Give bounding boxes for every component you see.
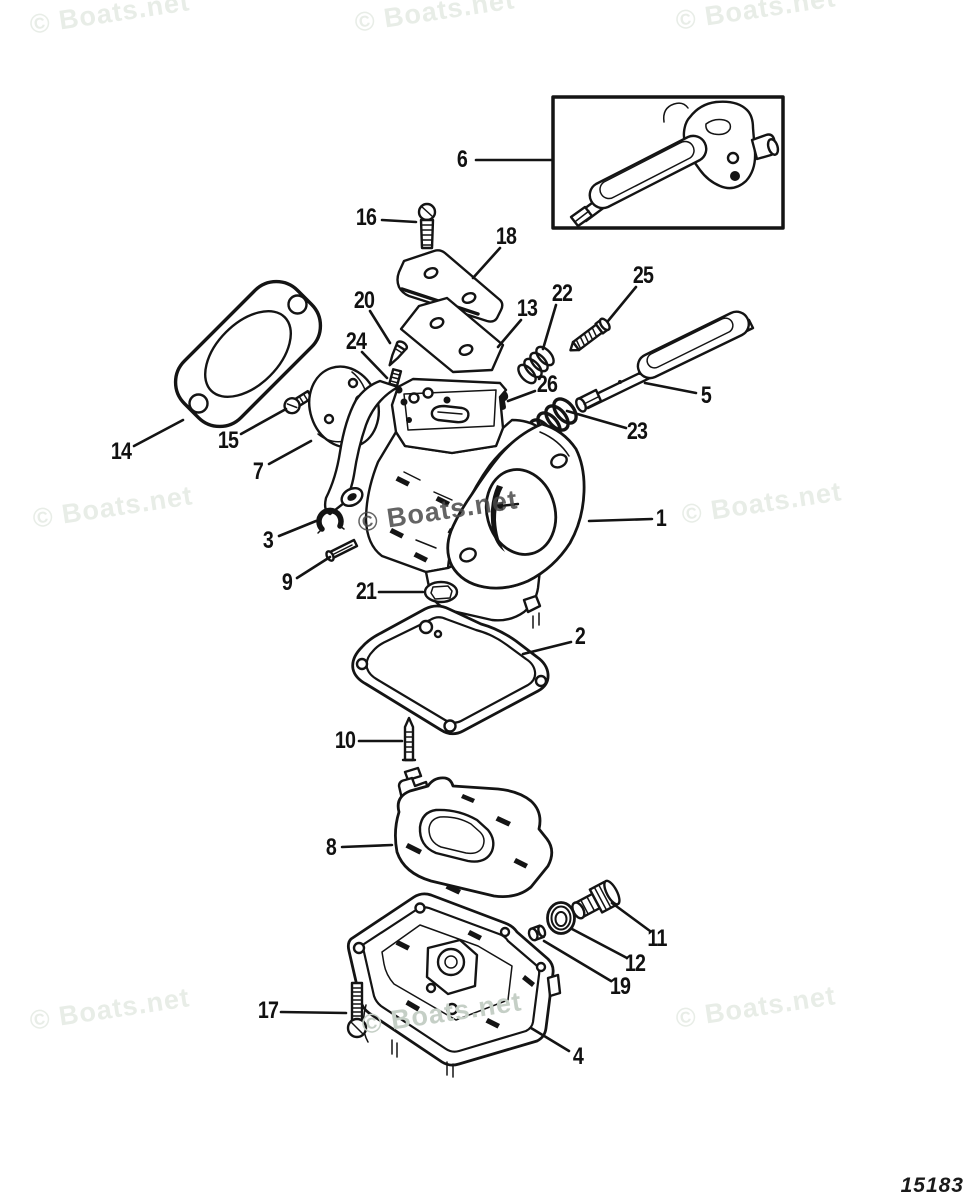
part-19-drawing — [527, 924, 547, 942]
callout-line-7 — [267, 439, 313, 466]
part-12-drawing — [546, 901, 576, 935]
part-16-drawing — [417, 202, 437, 250]
callout-label-15: 15 — [217, 427, 239, 454]
callout-line-16 — [380, 218, 418, 224]
callout-label-8: 8 — [325, 834, 337, 861]
callout-label-2: 2 — [574, 623, 586, 650]
callout-label-20: 20 — [353, 287, 375, 314]
callout-line-5 — [643, 381, 698, 395]
callout-line-24 — [360, 350, 389, 380]
callout-label-11: 11 — [647, 925, 667, 952]
callout-label-6: 6 — [456, 146, 468, 173]
part-18-drawing — [396, 249, 504, 323]
callout-label-10: 10 — [334, 727, 356, 754]
callout-line-14 — [132, 418, 185, 448]
part-6-inset — [551, 95, 785, 230]
callout-line-9 — [295, 555, 332, 580]
part-14-drawing — [173, 279, 323, 429]
callout-label-18: 18 — [495, 223, 517, 250]
callout-label-7: 7 — [252, 458, 264, 485]
callout-label-21: 21 — [355, 578, 377, 605]
callout-line-26 — [506, 389, 537, 403]
callout-label-24: 24 — [345, 328, 367, 355]
callout-label-14: 14 — [110, 438, 132, 465]
callout-line-25 — [606, 285, 638, 323]
callout-label-26: 26 — [536, 371, 558, 398]
callout-label-17: 17 — [257, 997, 279, 1024]
callout-line-15 — [239, 407, 288, 436]
part-25-drawing — [569, 317, 611, 352]
callout-line-1 — [587, 517, 654, 523]
callout-label-3: 3 — [262, 527, 274, 554]
part-22-drawing — [517, 345, 555, 385]
callout-label-19: 19 — [609, 973, 631, 1000]
part-8-drawing — [394, 766, 554, 898]
callout-line-8 — [340, 843, 394, 849]
callout-label-12: 12 — [624, 950, 646, 977]
part-3-drawing — [316, 507, 345, 534]
part-5-drawing — [575, 310, 755, 413]
callout-line-11 — [610, 901, 652, 933]
callout-label-25: 25 — [632, 262, 654, 289]
part-17-drawing — [346, 981, 368, 1039]
part-9-drawing — [325, 538, 359, 562]
part-20-drawing — [388, 340, 409, 367]
diagram-number: 15183 — [900, 1174, 964, 1197]
part-11-drawing — [571, 879, 621, 920]
callout-line-3 — [277, 519, 318, 538]
part-1-drawing — [323, 377, 586, 629]
part-13-drawing — [399, 296, 505, 374]
part-21-drawing — [423, 580, 459, 604]
part-4-drawing — [346, 892, 562, 1078]
callout-label-1: 1 — [655, 505, 667, 532]
callout-label-23: 23 — [626, 418, 648, 445]
callout-label-5: 5 — [700, 382, 712, 409]
callout-line-22 — [541, 303, 558, 351]
callout-line-19 — [542, 939, 613, 983]
callout-line-20 — [368, 309, 392, 345]
callout-line-12 — [570, 927, 629, 960]
callout-label-13: 13 — [516, 295, 538, 322]
callout-line-4 — [529, 1026, 571, 1053]
callout-line-13 — [496, 318, 523, 349]
callout-line-2 — [521, 640, 573, 656]
part-10-drawing — [401, 716, 417, 762]
callout-label-22: 22 — [551, 280, 573, 307]
callout-label-16: 16 — [355, 204, 377, 231]
part-2-drawing — [351, 604, 550, 736]
callout-label-9: 9 — [281, 569, 293, 596]
callout-line-18 — [471, 246, 502, 280]
callout-label-4: 4 — [572, 1043, 584, 1070]
callout-line-23 — [565, 409, 628, 430]
callout-line-17 — [279, 1010, 348, 1015]
